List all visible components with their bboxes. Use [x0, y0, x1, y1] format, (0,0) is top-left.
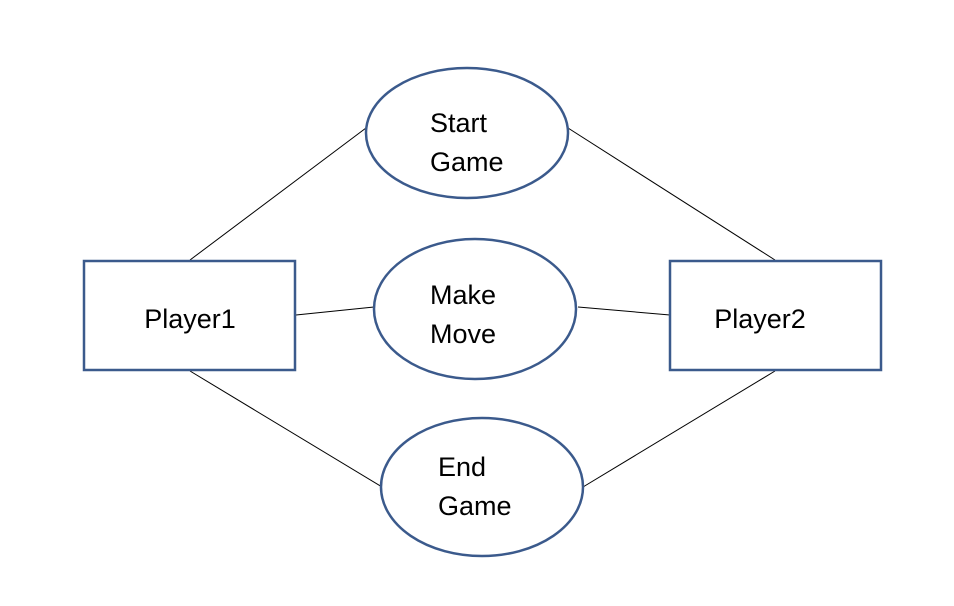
association-player2-end-game [582, 370, 776, 488]
actor-player2: Player2 [668, 259, 883, 372]
use-case-end-game-ellipse [379, 416, 585, 558]
actor-player1-label: Player1 [144, 304, 236, 334]
association-player1-make-move [295, 306, 375, 316]
use-case-start-game-line-1: Start [430, 108, 488, 138]
associations [189, 127, 776, 488]
association-player1-end-game [189, 370, 383, 488]
association-player2-make-move [577, 306, 671, 316]
use-case-start-game-line-2: Game [430, 147, 504, 177]
association-player2-start-game [567, 127, 776, 261]
association-player1-start-game [189, 127, 367, 261]
use-case-start-game: Start Game [364, 66, 570, 200]
actor-player1-box [82, 259, 297, 372]
use-case-make-move: Make Move [372, 237, 578, 381]
use-case-make-move-ellipse [372, 237, 578, 381]
use-case-end-game-line-2: Game [438, 491, 512, 521]
use-case-start-game-ellipse [364, 66, 570, 200]
use-case-make-move-line-1: Make [430, 280, 496, 310]
actor-player2-label: Player2 [714, 304, 806, 334]
use-case-end-game: End Game [379, 416, 585, 558]
use-case-make-move-line-2: Move [430, 319, 496, 349]
actor-player1: Player1 [82, 259, 297, 372]
use-case-end-game-line-1: End [438, 452, 486, 482]
actor-player2-box [668, 259, 883, 372]
